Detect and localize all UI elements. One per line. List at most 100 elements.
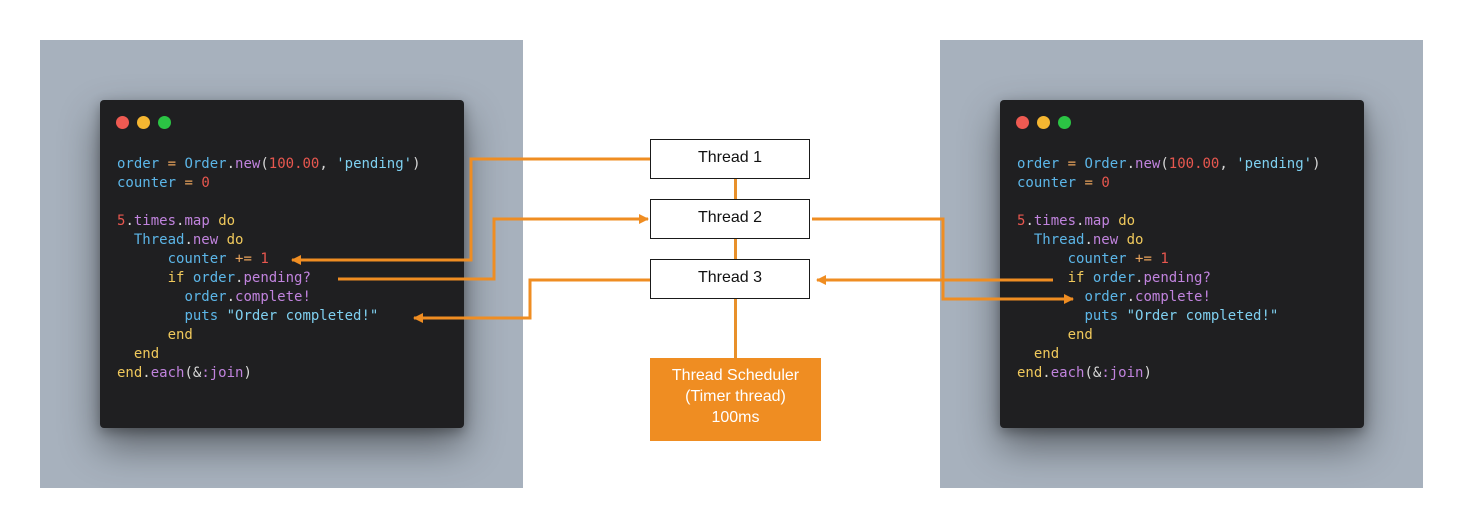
code-line: Thread.new do [117,231,421,250]
code-token: . [1126,289,1136,305]
code-line: order.complete! [117,288,421,307]
code-line: end [1017,326,1321,345]
pending-to-thread2-arrow [338,214,649,281]
code-token: Thread [133,232,185,248]
code-token: , [1219,156,1237,172]
code-token: . [226,289,236,305]
code-token: puts [1084,308,1119,324]
code-line: counter += 1 [1017,250,1321,269]
code-token: Order [1084,156,1127,172]
code-token: new [1135,156,1161,172]
code-token: pending? [1143,270,1211,286]
code-token: if [167,270,193,286]
code-token: new [192,232,219,248]
code-token: times [133,213,177,229]
code-token: do [1118,232,1144,248]
code-token: . [235,270,244,286]
scheduler-subtitle: (Timer thread) [685,388,786,405]
code-line: order.complete! [1017,288,1321,307]
right-code-panel: order = Order.new(100.00, 'pending')coun… [940,40,1423,488]
code-token: . [1084,232,1093,248]
code-token: end [133,346,160,362]
code-line: order = Order.new(100.00, 'pending') [117,155,421,174]
code-token: 100.00 [268,156,320,172]
code-token: 'pending' [1236,156,1313,172]
code-line: Thread.new do [1017,231,1321,250]
thread2-to-complete-arrow [812,217,1074,304]
code-token: order [1084,289,1127,305]
code-token: end [1067,327,1093,343]
code-block: order = Order.new(100.00, 'pending')coun… [1017,155,1321,383]
code-line: 5.times.map do [117,212,421,231]
code-line: end [117,326,421,345]
code-token: map [1084,213,1110,229]
code-token: . [142,365,151,381]
code-token: :join [201,365,244,381]
code-token: . [1135,270,1144,286]
code-token: 1 [260,251,269,267]
thread1-to-counter-arrow [291,157,650,265]
code-token: complete! [235,289,311,305]
code-token: map [184,213,210,229]
code-token: puts [184,308,219,324]
code-token: . [1042,365,1051,381]
code-token: "Order completed!" [1126,308,1279,324]
code-token: . [176,213,185,229]
close-dot-icon [1016,116,1029,129]
code-token: , [319,156,337,172]
code-token: order [1017,156,1060,172]
code-token: times [1033,213,1077,229]
code-token: counter [117,175,177,191]
code-token: do [209,213,236,229]
code-token: each [150,365,185,381]
code-line: if order.pending? [1017,269,1321,288]
code-token: . [125,213,134,229]
code-token: order [117,156,160,172]
code-token: new [235,156,261,172]
code-line: end [1017,345,1321,364]
code-token: "Order completed!" [226,308,379,324]
code-editor-window: order = Order.new(100.00, 'pending')coun… [100,100,464,428]
scheduler-interval: 100ms [711,409,760,426]
code-token: += [226,251,261,267]
code-token: 1 [1160,251,1169,267]
code-token: counter [167,251,227,267]
code-token: do [218,232,244,248]
code-token: 5 [1017,213,1026,229]
code-token: Order [184,156,227,172]
code-token: order [184,289,227,305]
code-token: 100.00 [1168,156,1220,172]
code-token: each [1050,365,1085,381]
thread-2-box: Thread 2 [650,199,810,239]
thread-connector-line [734,239,737,259]
code-token: (& [1084,365,1102,381]
code-token: ) [1143,365,1152,381]
code-token: 0 [201,175,210,191]
code-line: counter = 0 [117,174,421,193]
code-token: ) [412,156,421,172]
code-line: counter = 0 [1017,174,1321,193]
code-token: . [1126,156,1136,172]
code-token: = [1059,156,1085,172]
minimize-dot-icon [137,116,150,129]
code-token: ( [260,156,269,172]
code-token: ) [243,365,252,381]
code-editor-window: order = Order.new(100.00, 'pending')coun… [1000,100,1364,428]
code-line: if order.pending? [117,269,421,288]
code-token: . [1025,213,1034,229]
code-token: do [1109,213,1136,229]
thread-connector-line [734,179,737,199]
code-line: puts "Order completed!" [1017,307,1321,326]
minimize-dot-icon [1037,116,1050,129]
code-token: Thread [1033,232,1085,248]
code-token: order [1092,270,1136,286]
code-token: += [1126,251,1161,267]
code-line: end [117,345,421,364]
code-token: . [184,232,193,248]
code-token: pending? [243,270,311,286]
code-token: (& [184,365,202,381]
scheduler-title: Thread Scheduler [671,367,800,384]
code-token: counter [1017,175,1077,191]
code-block: order = Order.new(100.00, 'pending')coun… [117,155,421,383]
